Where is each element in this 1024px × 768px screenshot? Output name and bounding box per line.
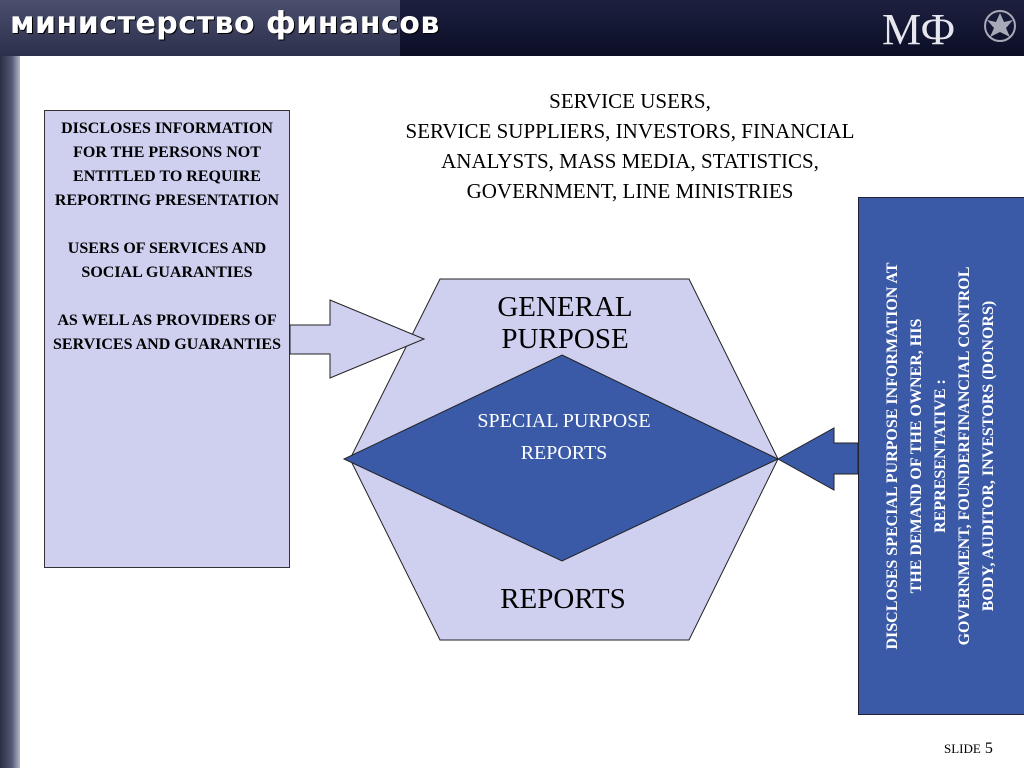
service-users-line: SERVICE USERS, <box>549 89 711 113</box>
slide-label: SLIDE <box>944 741 981 756</box>
service-users-line: ANALYSTS, MASS MEDIA, STATISTICS, <box>441 149 819 173</box>
header-title-band <box>0 0 400 56</box>
header-bar: министерство финансов МФ <box>0 0 1024 56</box>
service-users-line: SERVICE SUPPLIERS, INVESTORS, FINANCIAL <box>405 119 855 143</box>
left-to-right-arrow <box>289 299 426 379</box>
slide-number-value: 5 <box>984 740 993 757</box>
special-purpose-label: SPECIAL PURPOSE REPORTS <box>477 410 651 464</box>
left-box-paragraph: USERS OF SERVICES AND SOCIAL GUARANTIES <box>67 240 267 281</box>
service-users-line: GOVERNMENT, LINE MINISTRIES <box>466 179 794 203</box>
ministry-logo-icon: МФ <box>882 5 955 52</box>
general-purpose-label: GENERAL PURPOSE <box>497 291 633 355</box>
logo-letters: МФ <box>882 5 955 52</box>
special-users-box <box>858 197 1024 715</box>
ministry-title: министерство финансов <box>10 6 440 41</box>
left-box-paragraph: DISCLOSES INFORMATION FOR THE PERSONS NO… <box>54 120 280 209</box>
slide-number: SLIDE 5 <box>944 740 993 758</box>
special-purpose-diamond <box>342 354 780 562</box>
reports-label: REPORTS <box>500 583 626 615</box>
service-users-text: SERVICE USERS, SERVICE SUPPLIERS, INVEST… <box>350 86 910 206</box>
right-to-left-arrow <box>776 427 859 491</box>
coat-of-arms-icon <box>984 10 1016 42</box>
left-decor-bar <box>0 56 20 768</box>
general-users-box: DISCLOSES INFORMATION FOR THE PERSONS NO… <box>44 110 290 568</box>
left-box-paragraph: AS WELL AS PROVIDERS OF SERVICES AND GUA… <box>53 312 281 353</box>
